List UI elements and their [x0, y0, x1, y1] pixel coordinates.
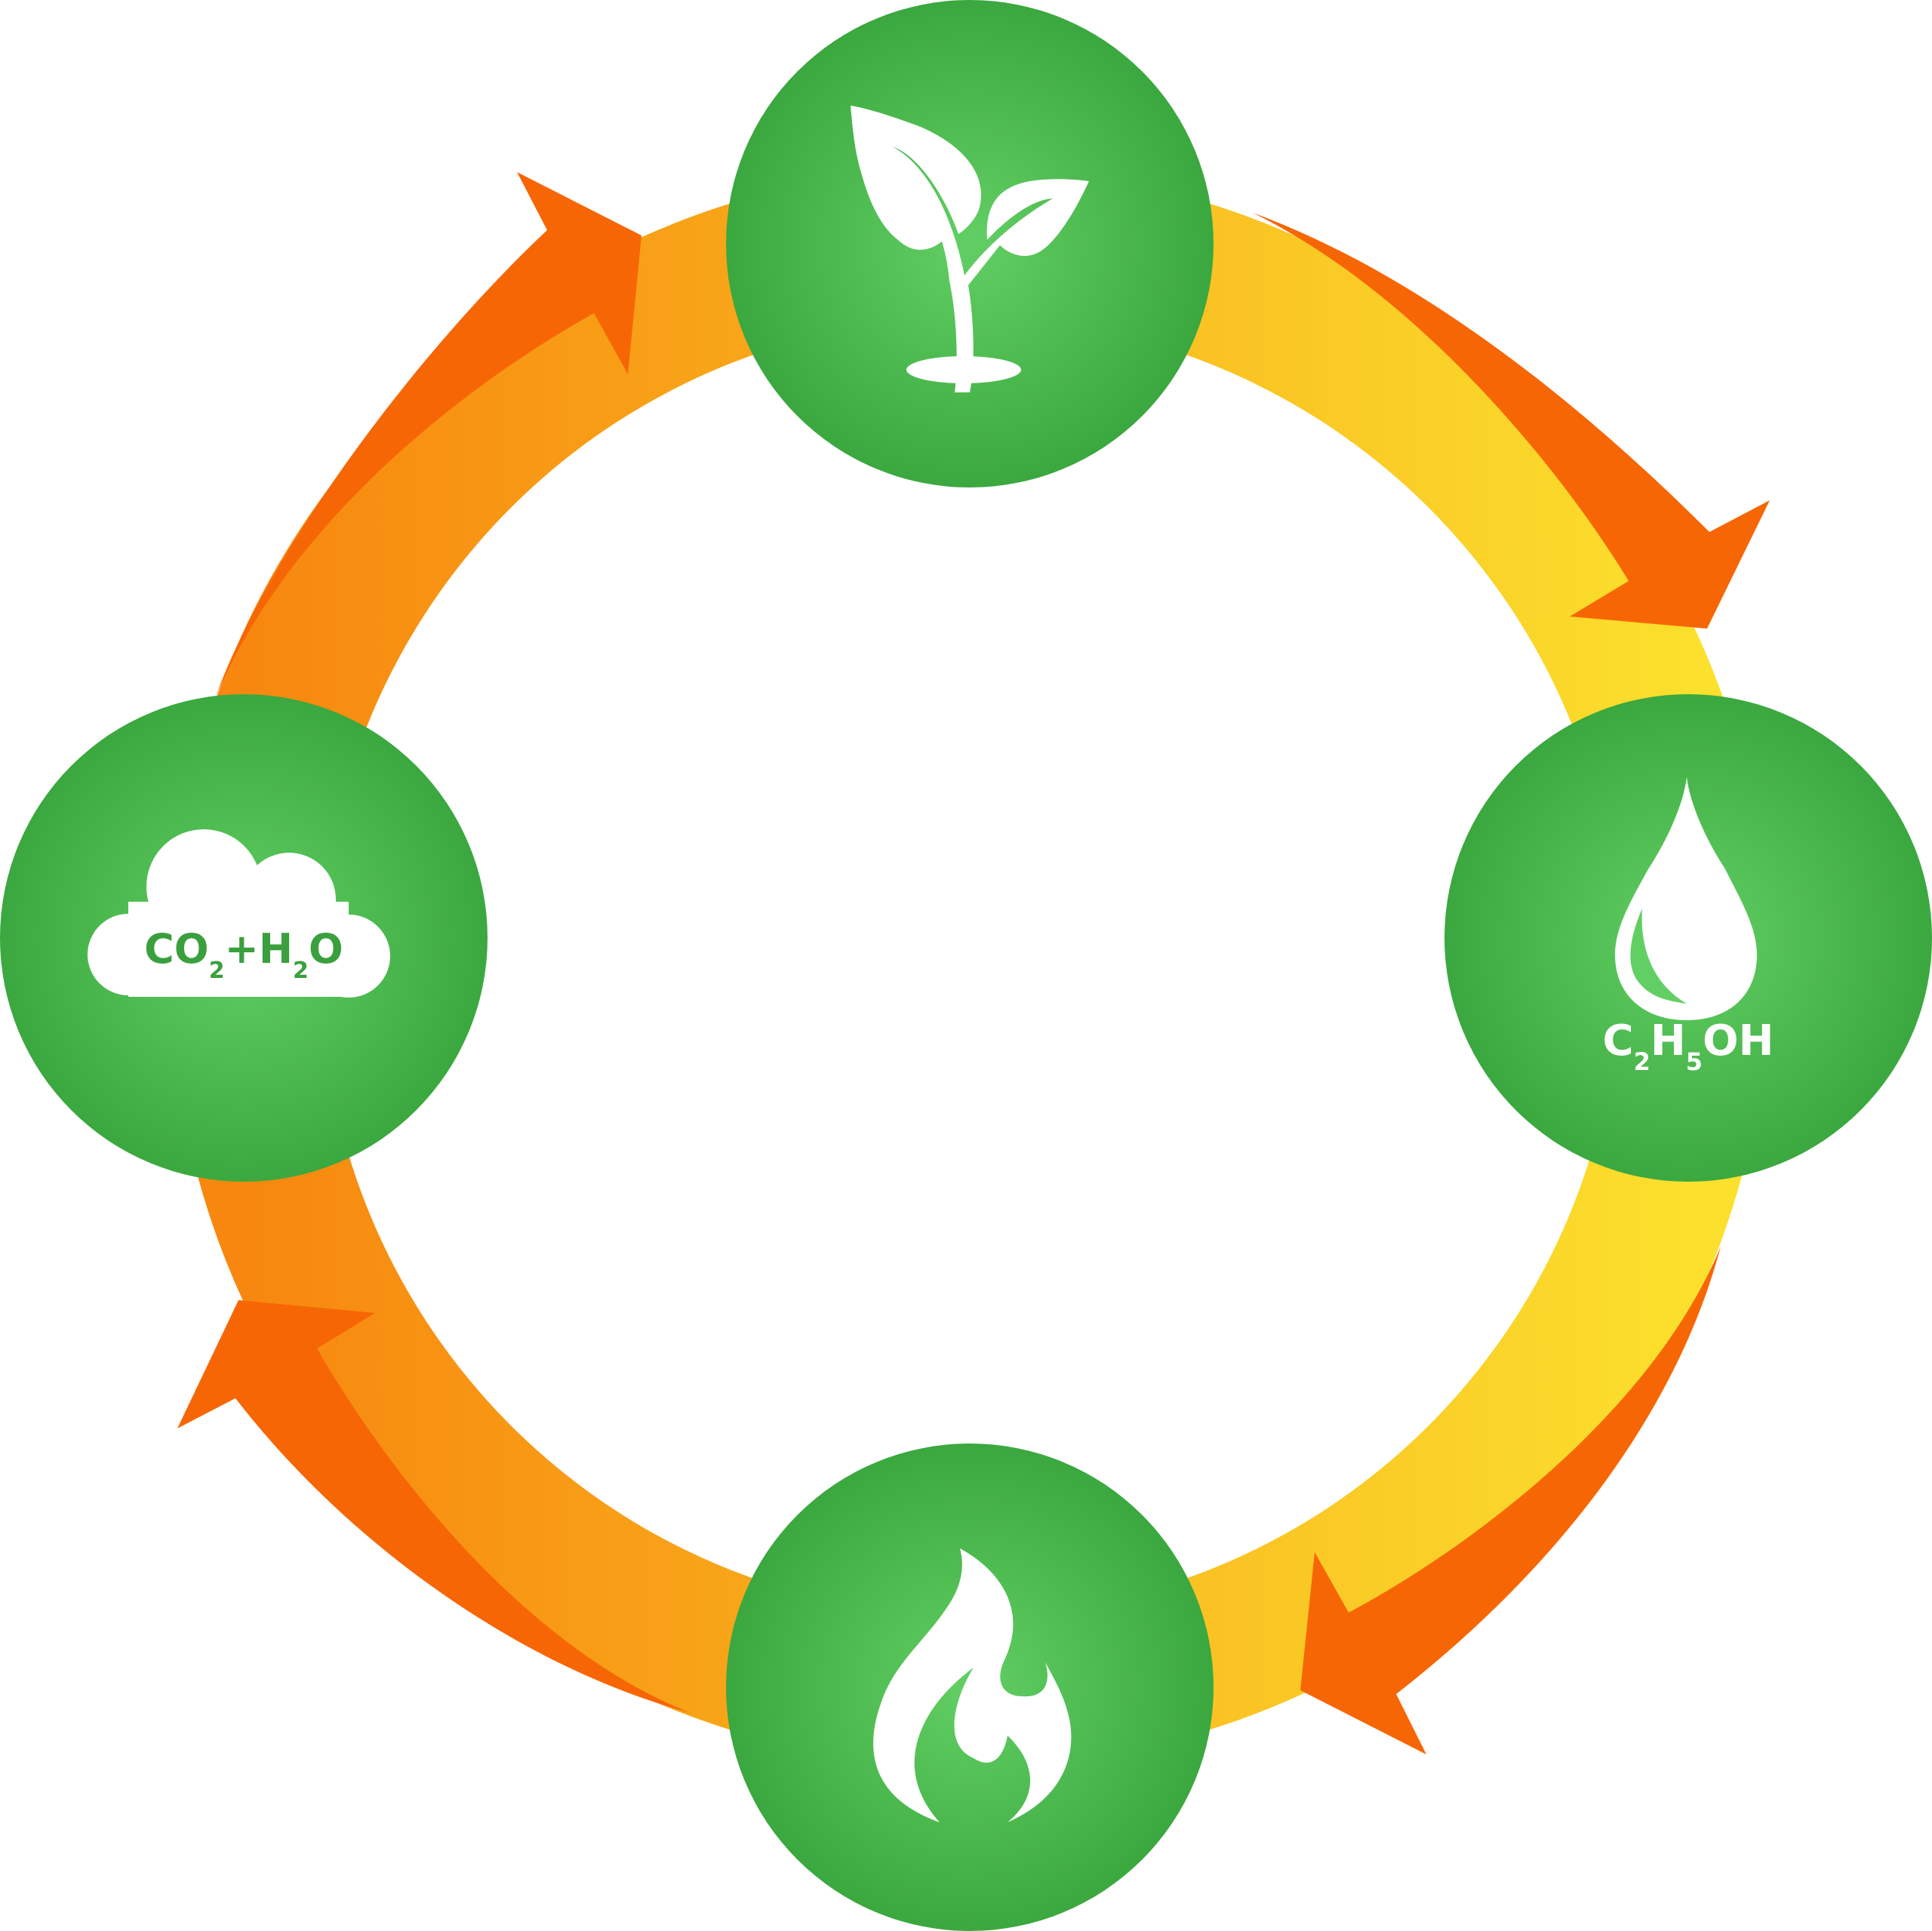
drop-icon [1615, 777, 1757, 1020]
arrow-bottom-left [177, 1300, 691, 1713]
co2-h2o-formula: CO2+H2O [144, 925, 343, 984]
node-top [726, 0, 1214, 487]
sprout-icon [851, 106, 1089, 392]
node-right: C2H5OH [1444, 694, 1932, 1182]
cloud-icon [88, 829, 390, 998]
node-top-circle [726, 0, 1214, 487]
arrow-top-right [1253, 213, 1770, 629]
node-left: CO2+H2O [0, 694, 488, 1182]
arrow-bottom-right [1300, 1247, 1721, 1754]
flame-icon [873, 1548, 1072, 1822]
node-bottom [726, 1444, 1214, 1931]
arrow-top-left [215, 172, 641, 698]
ethanol-formula: C2H5OH [1603, 1016, 1774, 1076]
